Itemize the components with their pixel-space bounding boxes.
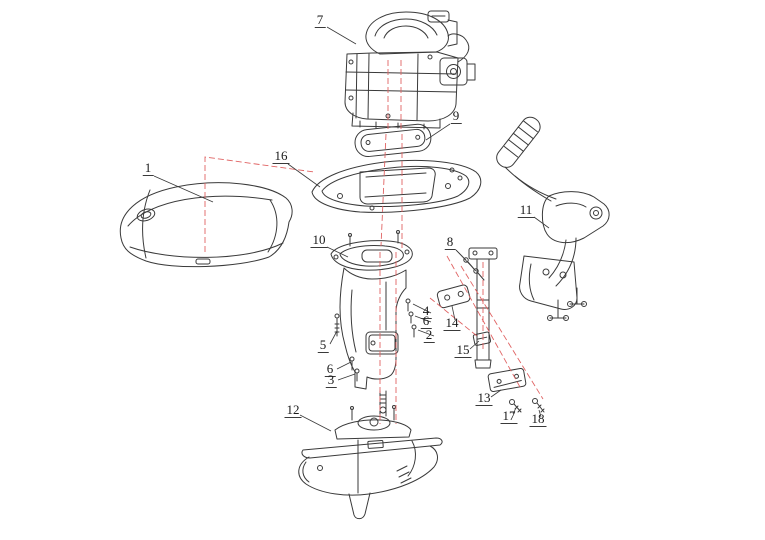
leader-line-6b [336, 361, 352, 370]
part-9-gasket [354, 123, 432, 158]
part-10-upper-casing [330, 230, 413, 271]
leader-line-1 [153, 175, 214, 203]
leader-line-2 [417, 329, 435, 337]
leader-line-4 [412, 303, 432, 314]
part-16-bottom-cowl [311, 160, 482, 213]
fasteners-2-4-6-right [405, 298, 417, 338]
swivel-bracket [519, 255, 587, 321]
part-18-bolt [532, 398, 545, 413]
leader-line-8 [455, 249, 477, 272]
leader-line-13 [490, 389, 502, 398]
assembly-dashed-lines [204, 60, 544, 424]
leader-line-18 [538, 409, 542, 418]
part-12-lower-unit [298, 405, 443, 520]
leader-line-3 [337, 373, 356, 381]
leader-line-5 [329, 330, 338, 345]
fasteners-3-6-left [349, 356, 360, 382]
leader-line-10 [326, 246, 349, 258]
leader-lines [153, 26, 550, 432]
leader-line-14 [451, 305, 456, 321]
leader-line-12 [299, 414, 332, 432]
part-1-top-cowling [119, 182, 293, 268]
driveshaft-housing [339, 267, 407, 390]
leader-line-7 [326, 26, 357, 45]
steering-tube [468, 247, 498, 369]
leader-line-11 [533, 216, 550, 229]
driveshaft [379, 390, 387, 417]
part-14-bracket [436, 284, 471, 309]
part-13-plate [487, 367, 527, 393]
leader-line-6a [414, 315, 432, 323]
leader-line-16 [287, 163, 321, 188]
part-5-stud-bolt [334, 313, 340, 337]
part-7-powerhead [344, 10, 476, 130]
leader-line-15 [469, 340, 480, 350]
part-11-steering-handle [496, 116, 610, 287]
leader-line-17 [512, 407, 517, 415]
leader-line-9 [425, 123, 451, 141]
